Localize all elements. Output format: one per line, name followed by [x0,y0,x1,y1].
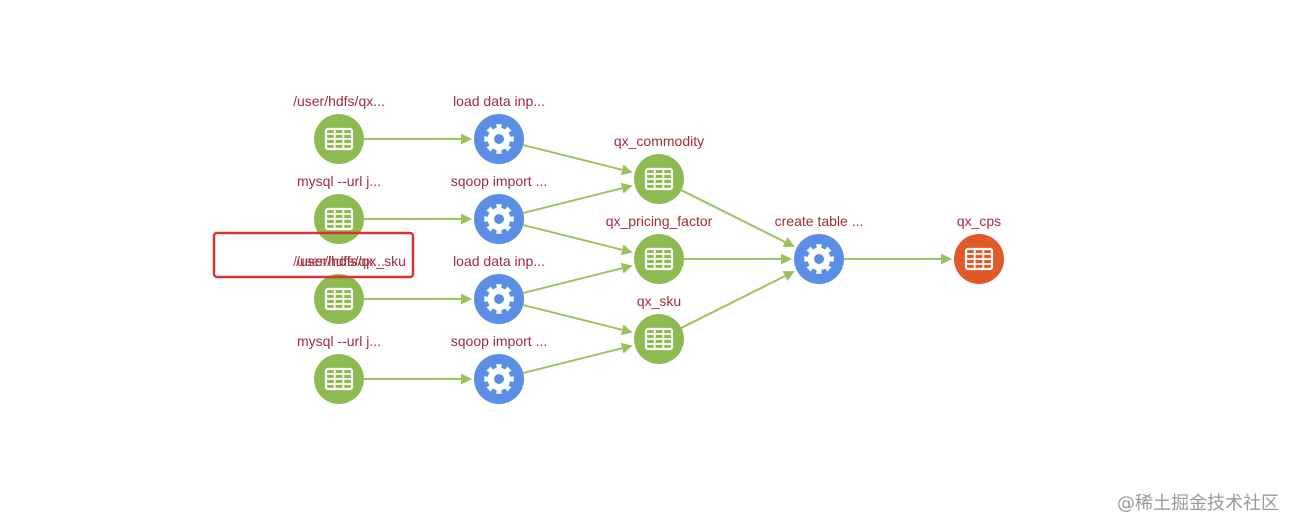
edge-t2-c1 [684,253,792,265]
arrow-head [941,253,952,265]
node-label: create table ... [775,213,864,229]
node-o1[interactable]: qx_cps [954,213,1004,284]
node-n2[interactable]: mysql --url j... [297,173,381,244]
edge-t1-c1 [680,189,795,247]
edge-p3-t3 [523,304,633,336]
arrow-head [620,182,633,194]
watermark: @稀土掘金技术社区 [1117,493,1279,514]
edge-p2-t2 [523,224,633,256]
table-icon [324,127,354,151]
node-p1[interactable]: load data inp... [453,93,545,164]
node-t1[interactable]: qx_commodity [614,133,704,204]
gear-icon [484,364,514,394]
arrow-head [620,342,633,354]
arrow-head [781,253,792,265]
node-c1[interactable]: create table ... [775,213,864,284]
edge-n2-p2 [364,213,472,225]
node-label: sqoop import ... [451,173,548,189]
arrow-head [461,213,472,225]
edge-line [523,144,623,171]
node-label: /user/hdfs/qx_sku [296,253,406,269]
table-icon [324,367,354,391]
node-t3[interactable]: qx_sku [634,293,684,364]
node-label: mysql --url j... [297,333,381,349]
edge-line [523,224,623,251]
arrow-head [620,262,633,274]
edge-p3-t2 [523,262,633,294]
edge-n3-p3 [364,293,472,305]
arrow-head [461,373,472,385]
node-n4[interactable]: mysql --url j... [297,333,381,404]
overlay-layer [212,231,415,279]
arrow-head [620,164,633,176]
node-label: load data inp... [453,253,545,269]
edges-layer [364,133,952,385]
node-label: qx_cps [957,213,1001,229]
table-icon [324,287,354,311]
edge-n4-p4 [364,373,472,385]
node-label: mysql --url j... [297,173,381,189]
node-n1[interactable]: /user/hdfs/qx... [293,93,385,164]
gear-icon [484,284,514,314]
arrow-head [782,271,795,281]
node-p2[interactable]: sqoop import ... [451,173,548,244]
edge-line [523,187,623,214]
edge-t3-c1 [680,271,795,329]
node-t2[interactable]: qx_pricing_factor [606,213,713,284]
table-icon [644,167,674,191]
table-icon [644,327,674,351]
table-icon [324,207,354,231]
edge-line [680,275,786,329]
highlight-box [212,231,415,279]
edge-line [680,189,786,243]
node-label: qx_sku [637,293,681,309]
node-p3[interactable]: load data inp... [453,253,545,324]
table-icon [644,247,674,271]
node-p4[interactable]: sqoop import ... [451,333,548,404]
arrow-head [620,244,633,256]
table-icon [964,247,994,271]
arrow-head [620,324,633,336]
edge-line [523,347,623,374]
node-n3[interactable]: /user/hdfs/qx.../user/hdfs/qx_sku [293,253,406,324]
gear-icon [484,204,514,234]
node-label: sqoop import ... [451,333,548,349]
node-label: qx_pricing_factor [606,213,713,229]
edge-n1-p1 [364,133,472,145]
node-label-overlap: /user/hdfs/qx... [293,253,385,269]
node-label: /user/hdfs/qx... [293,93,385,109]
gear-icon [484,124,514,154]
edge-line [523,267,623,294]
edge-p2-t1 [523,182,633,214]
node-label: qx_commodity [614,133,704,149]
edge-p4-t3 [523,342,633,374]
gear-icon [804,244,834,274]
arrow-head [461,133,472,145]
edge-c1-o1 [844,253,952,265]
arrow-head [782,237,795,247]
edge-line [523,304,623,331]
edge-p1-t1 [523,144,633,176]
node-label: load data inp... [453,93,545,109]
arrow-head [461,293,472,305]
nodes-layer: /user/hdfs/qx... mysql --url j... /user/hd… [293,93,1004,404]
